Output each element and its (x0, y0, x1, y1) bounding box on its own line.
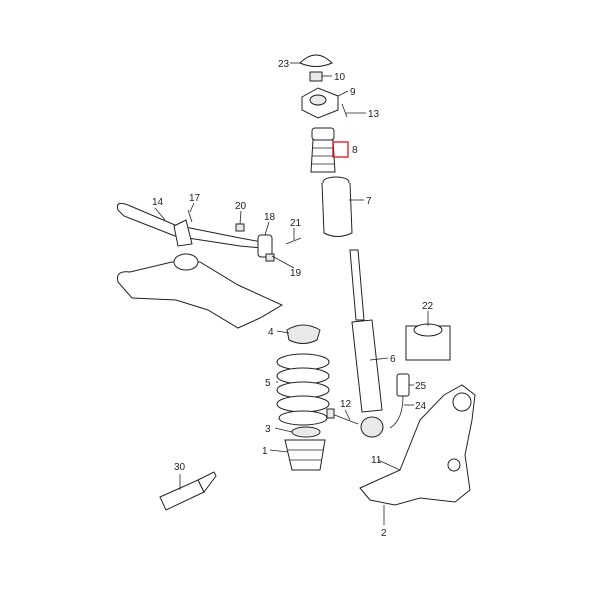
callout-13: 13 (368, 109, 380, 120)
callout-30: 30 (174, 462, 186, 473)
callout-14: 14 (152, 197, 164, 208)
part-4-spring-seat (286, 324, 321, 344)
part-10-nut (309, 71, 323, 82)
callout-11: 11 (371, 455, 382, 466)
callout-6: 6 (390, 354, 396, 365)
part-19-nut (265, 253, 275, 262)
callout-5: 5 (265, 378, 271, 389)
callouts: 23 10 9 13 8 7 17 14 20 18 21 19 22 4 6 … (152, 59, 434, 539)
part-14-stabilizer-bar (117, 202, 263, 249)
part-22-bushing (405, 323, 451, 361)
part-7-dust-boot (321, 176, 353, 237)
callout-10: 10 (334, 72, 346, 83)
callout-7: 7 (366, 196, 372, 207)
callout-20: 20 (235, 201, 247, 212)
callout-22: 22 (422, 301, 434, 312)
part-9-top-mount (301, 87, 339, 119)
highlight-box-part-8 (332, 141, 349, 158)
callout-9: 9 (350, 87, 356, 98)
callout-23: 23 (278, 59, 290, 70)
part-1-lower-seat (284, 439, 326, 471)
part-13-bolt (341, 103, 348, 118)
part-5-coil-spring (276, 353, 330, 426)
part-21-bolt (285, 237, 302, 245)
part-12-bolt (326, 408, 359, 425)
lower-control-arm (117, 253, 284, 329)
part-20-nut (235, 223, 245, 232)
callout-12: 12 (340, 399, 352, 410)
callout-1: 1 (262, 446, 268, 457)
callout-2: 2 (381, 528, 387, 539)
part-25-sensor (389, 373, 410, 429)
callout-24: 24 (415, 401, 427, 412)
part-2-wheel-carrier (359, 384, 476, 506)
part-6-shock-absorber (349, 249, 384, 438)
part-3-spring-pad (291, 426, 321, 438)
callout-3: 3 (265, 424, 271, 435)
callout-8: 8 (352, 145, 358, 156)
callout-21: 21 (290, 218, 302, 229)
part-17-bolt (187, 209, 193, 223)
callout-25: 25 (415, 381, 427, 392)
part-8-bump-stop (310, 127, 336, 173)
part-30-grease-tube (159, 471, 217, 511)
leader-lines (154, 62, 429, 525)
callout-17: 17 (189, 193, 201, 204)
callout-4: 4 (268, 327, 274, 338)
part-23-cap (299, 54, 333, 67)
callout-18: 18 (264, 212, 276, 223)
callout-19: 19 (290, 268, 302, 279)
